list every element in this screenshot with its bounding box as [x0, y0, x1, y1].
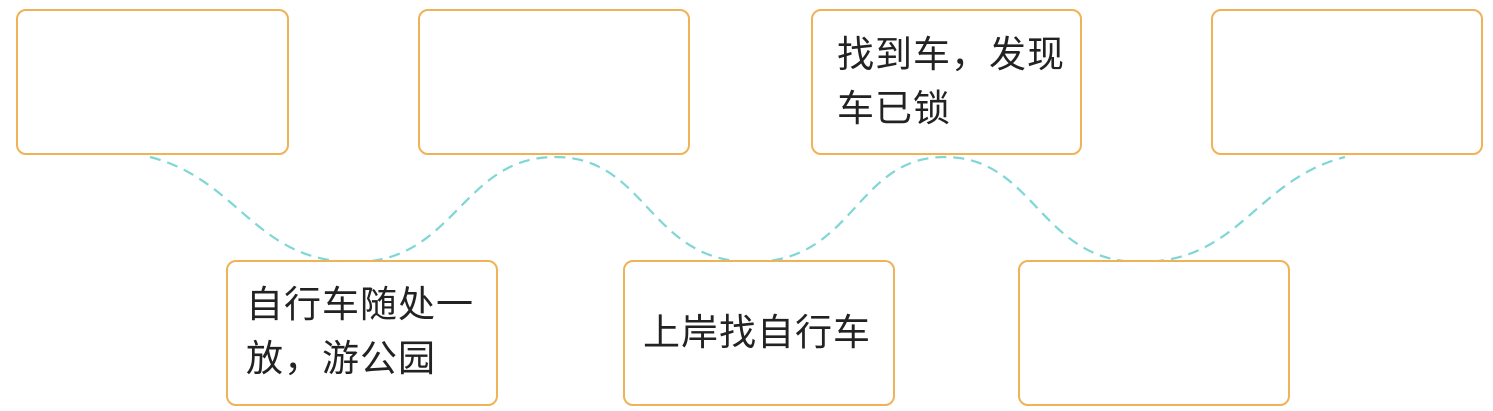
event-box-1 — [16, 9, 289, 155]
event-box-5: 自行车随处一 放，游公园 — [226, 260, 498, 406]
event-box-3-line-1: 找到车，发现 — [837, 33, 1065, 76]
event-box-6: 上岸找自行车 — [623, 260, 895, 406]
wave-path — [149, 155, 1346, 264]
event-box-3-line-2: 车已锁 — [837, 87, 951, 130]
event-box-7 — [1018, 260, 1290, 406]
event-box-3: 找到车，发现 车已锁 — [811, 9, 1082, 155]
event-box-6-line-1: 上岸找自行车 — [643, 311, 871, 354]
event-box-4 — [1211, 9, 1483, 155]
event-box-5-line-2: 放，游公园 — [246, 337, 436, 380]
event-box-2 — [418, 9, 690, 155]
event-box-5-line-1: 自行车随处一 — [246, 283, 474, 326]
